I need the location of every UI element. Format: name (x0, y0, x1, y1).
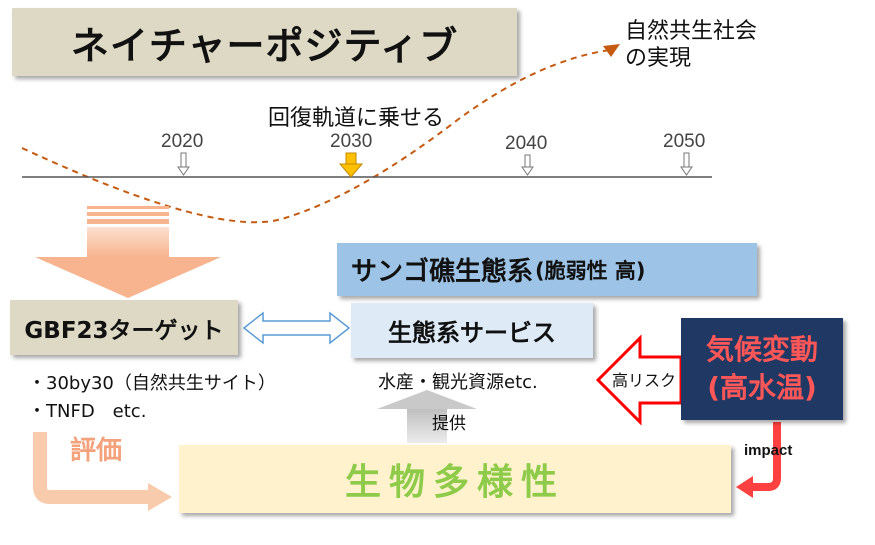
coral-reef-box: サンゴ礁生態系 (脆弱性 高) (337, 243, 757, 296)
ecosystem-services-box: 生態系サービス (351, 303, 593, 358)
year-marker-2020 (177, 152, 190, 176)
ecosystem-services-examples: 水産・観光資源etc. (378, 372, 538, 393)
climate-change-label: 気候変動 (705, 333, 818, 366)
biodiversity-box: 生物多様性 (179, 445, 731, 513)
year-marker-2030 (338, 152, 364, 178)
title-box: ネイチャーポジティブ (12, 8, 517, 76)
year-2040: 2040 (505, 133, 548, 154)
gbf-bullet-1: ・30by30（自然共生サイト） (28, 373, 276, 394)
goal-label: 自然共生社会 の実現 (625, 18, 757, 72)
coral-reef-label: サンゴ礁生態系 (351, 257, 534, 287)
gbf-target-box: GBF23ターゲット (10, 300, 238, 355)
recovery-curve-arrowhead (603, 44, 620, 57)
impact-label: impact (744, 442, 793, 459)
page-title: ネイチャーポジティブ (70, 23, 459, 68)
impact-arrow (736, 422, 781, 498)
ecosystem-services-label: 生態系サービス (388, 319, 556, 347)
high-risk-label: 高リスク (612, 371, 677, 390)
climate-change-box: 気候変動 (高水温) (681, 318, 843, 420)
evaluation-label: 評価 (70, 436, 123, 466)
big-down-arrow (35, 206, 221, 298)
year-2050: 2050 (663, 131, 706, 152)
climate-change-subtitle: (高水温) (707, 371, 817, 404)
goal-label-line2: の実現 (625, 46, 692, 71)
year-marker-2050 (680, 152, 693, 176)
gbf-bullet-2: ・TNFD etc. (28, 401, 147, 422)
year-marker-2040 (521, 154, 534, 176)
gbf-target-label: GBF23ターゲット (24, 317, 224, 344)
track-label: 回復軌道に乗せる (268, 106, 445, 131)
year-2030: 2030 (330, 131, 373, 152)
double-arrow (242, 311, 351, 345)
year-2020: 2020 (161, 131, 204, 152)
evaluation-arrow (33, 432, 172, 511)
coral-reef-vulnerability: (脆弱性 高) (535, 258, 646, 283)
provide-label: 提供 (432, 414, 466, 434)
provide-arrow (377, 390, 477, 443)
goal-label-line1: 自然共生社会 (625, 19, 758, 44)
biodiversity-label: 生物多様性 (344, 462, 565, 503)
